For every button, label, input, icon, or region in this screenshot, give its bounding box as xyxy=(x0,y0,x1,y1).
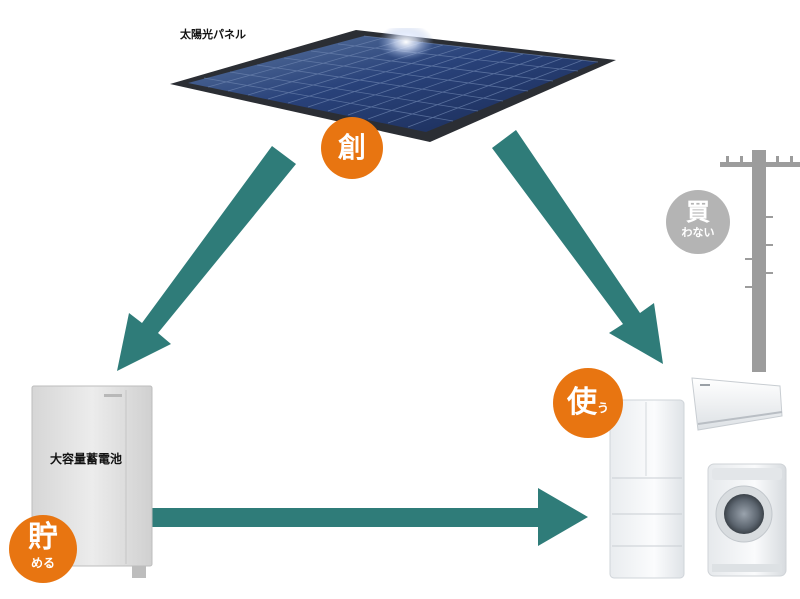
use-badge-kana: う xyxy=(596,401,609,415)
arrow-panel-to-appliances xyxy=(492,130,663,364)
create-badge: 創 xyxy=(321,117,383,179)
solar-panel-label: 太陽光パネル xyxy=(180,28,246,41)
store-badge: 貯 める xyxy=(9,515,77,583)
arrow-panel-to-battery xyxy=(117,146,296,371)
washing-machine-icon xyxy=(707,463,787,577)
buy-badge: 買 わない xyxy=(666,190,730,254)
use-badge-kanji: 使 xyxy=(566,385,597,420)
buy-badge-kanji: 買 xyxy=(686,198,710,226)
utility-pole-icon xyxy=(720,150,800,372)
arrow-battery-to-appliances xyxy=(150,488,588,546)
air-conditioner-icon xyxy=(691,377,783,431)
buy-badge-kana: わない xyxy=(681,226,715,239)
use-badge: 使う xyxy=(553,368,623,438)
solar-panel-icon xyxy=(170,28,616,142)
store-badge-kanji: 貯 xyxy=(28,520,58,555)
refrigerator-icon xyxy=(609,399,685,579)
battery-label: 大容量蓄電池 xyxy=(50,452,123,466)
store-badge-kana: める xyxy=(30,556,55,570)
create-badge-kanji: 創 xyxy=(337,131,366,164)
